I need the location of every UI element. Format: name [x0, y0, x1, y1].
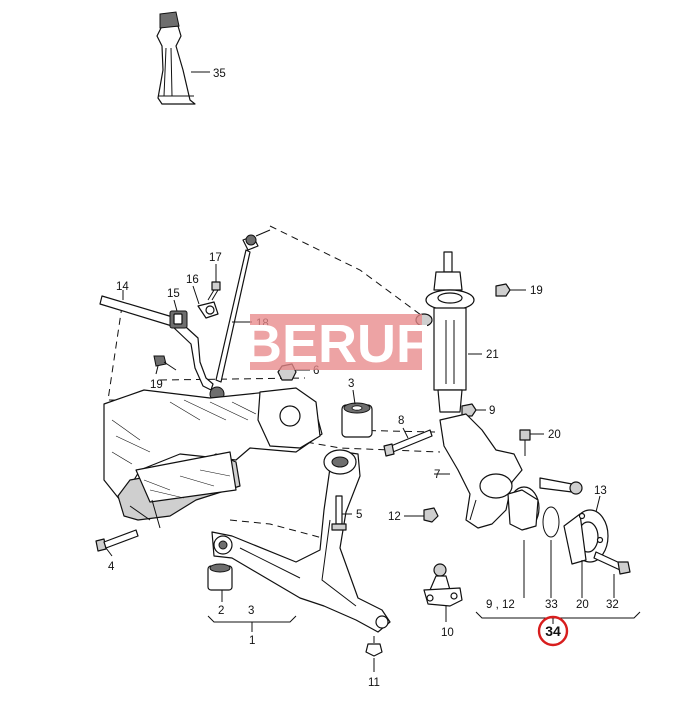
callout-labels: 35 17 16 15 14 18 19 6 3 21 9 19 8 20 7 …	[108, 68, 607, 689]
steering-knuckle	[439, 413, 523, 529]
ball-joint-nut	[423, 507, 439, 523]
callout-3-bushing: 3	[348, 378, 354, 390]
strut-assembly	[415, 251, 475, 413]
tie-rod-end	[539, 477, 583, 495]
wishbone	[211, 449, 391, 633]
hub-bolt	[593, 551, 631, 575]
callout-19-strut: 19	[530, 285, 543, 297]
bracket-label-20: 20	[576, 599, 589, 611]
wishbone-bolt	[331, 495, 347, 531]
callout-4: 4	[108, 561, 115, 573]
callout-1: 1	[249, 635, 255, 647]
bracket-wishbone	[207, 590, 297, 632]
bracket-label-33: 33	[545, 599, 558, 611]
callout-7: 7	[434, 469, 440, 481]
wishbone-nut	[365, 636, 383, 657]
watermark-text: BERUF	[243, 314, 429, 374]
wheel-bearing	[507, 486, 540, 531]
bracket-bearing-group	[475, 540, 641, 624]
callout-19-stabilizer: 19	[150, 379, 163, 391]
callout-16: 16	[186, 274, 199, 286]
grease-tube	[156, 11, 196, 105]
callout-3-wishbone: 3	[248, 605, 254, 617]
knuckle-screw	[519, 429, 531, 456]
callout-6: 6	[313, 365, 319, 377]
callout-2: 2	[218, 605, 224, 617]
callout-9: 9	[489, 405, 495, 417]
bracket-label-9-12: 9 , 12	[486, 599, 515, 611]
front-bushing	[207, 563, 233, 591]
callout-35: 35	[213, 68, 226, 80]
callout-13: 13	[594, 485, 607, 497]
subframe-bolt	[95, 529, 139, 552]
callout-12: 12	[388, 511, 401, 523]
callout-10: 10	[441, 627, 454, 639]
clamp-bolt	[207, 281, 221, 301]
watermark-box	[250, 314, 422, 370]
bracket-label-32: 32	[606, 599, 619, 611]
stabilizer-mount	[169, 310, 188, 329]
highlight-ring	[537, 615, 569, 647]
wheel-hub	[563, 509, 609, 565]
watermark: BERUF	[243, 314, 429, 374]
callout-20: 20	[548, 429, 561, 441]
callout-8: 8	[398, 415, 404, 427]
stabilizer-clamp	[197, 301, 219, 319]
subframe	[103, 387, 323, 529]
callout-15: 15	[167, 288, 180, 300]
circlip	[542, 506, 560, 538]
callout-5: 5	[356, 509, 362, 521]
callout-17: 17	[209, 252, 222, 264]
bracket-labels: 9 , 12 33 20 32	[486, 599, 619, 611]
wishbone-bushing	[341, 402, 373, 438]
ball-joint	[423, 563, 463, 607]
strut-clamp-bolt	[383, 429, 433, 457]
callout-21: 21	[486, 349, 499, 361]
link-nut-lower	[153, 355, 177, 371]
callout-14: 14	[116, 281, 129, 293]
highlight-label: 34	[545, 623, 561, 639]
strut-nut	[495, 283, 511, 297]
highlight-callout-34: 34	[537, 615, 569, 647]
callout-11: 11	[368, 677, 380, 689]
